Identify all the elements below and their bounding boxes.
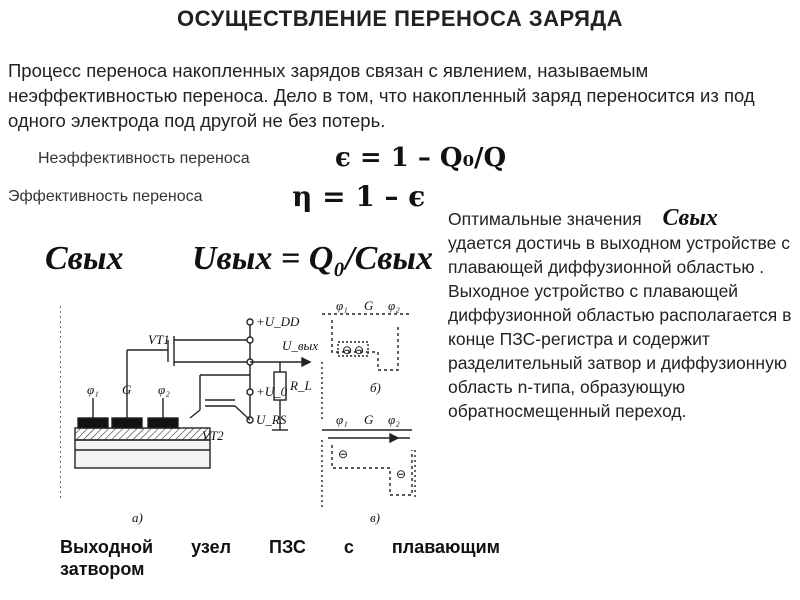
- inefficiency-formula: ϵ = 1 – Q₀/Q: [335, 143, 507, 173]
- sub-a-label: а): [132, 510, 143, 525]
- rl-label: R_L: [289, 378, 312, 393]
- vt1-label: VT1: [148, 332, 170, 347]
- phi1-label-b: φ₁: [336, 300, 348, 313]
- voltage-formula: Uвых = Q₀/Cвых: [192, 240, 434, 277]
- cout-symbol: Cвых: [45, 240, 124, 277]
- right-panel: Оптимальные значения Cвых удается достич…: [448, 206, 793, 423]
- efficiency-formula: η = 1 – ϵ: [292, 180, 426, 213]
- phi1-label-c: φ₁: [336, 412, 348, 427]
- urs-label: U_RS: [256, 412, 287, 427]
- udd-label: +U_DD: [256, 314, 300, 329]
- u0-label: +U_0: [256, 384, 288, 399]
- page-title: ОСУЩЕСТВЛЕНИЕ ПЕРЕНОСА ЗАРЯДА: [176, 6, 624, 31]
- output-node-diagram: VT1 VT2 +U_DD U_вых +U_0 U_RS R_L φ₁ G φ…: [60, 300, 416, 525]
- figure-caption-line1: Выходной узел ПЗС с плавающим: [60, 537, 500, 557]
- right-panel-cout-symbol: Cвых: [662, 205, 718, 231]
- right-panel-text: удается достичь в выходном устройстве с …: [448, 233, 792, 421]
- charge-minus-c1: ⊖: [338, 447, 348, 461]
- charge-minus-b1: ⊖: [342, 343, 352, 357]
- sub-b-label: б): [370, 380, 381, 395]
- phi2-label: φ₂: [158, 382, 170, 397]
- charge-minus-c2: ⊖: [396, 467, 406, 481]
- intro-paragraph: Процесс переноса накопленных зарядов свя…: [8, 60, 755, 131]
- inefficiency-label: Неэффективность переноса: [38, 150, 250, 167]
- charge-minus-b2: ⊖: [354, 343, 364, 357]
- g-label-c: G: [364, 412, 374, 427]
- g-label-b: G: [364, 300, 374, 313]
- phi1-label: φ₁: [87, 382, 99, 397]
- efficiency-label: Эффективность переноса: [8, 188, 203, 205]
- phi2-label-c: φ₂: [388, 412, 400, 427]
- g-label: G: [122, 382, 132, 397]
- figure-caption-line2: затвором: [60, 559, 145, 579]
- sub-c-label: в): [370, 510, 380, 525]
- vt2-label: VT2: [202, 428, 224, 443]
- right-panel-line1: Оптимальные значения: [448, 209, 642, 229]
- phi2-label-b: φ₂: [388, 300, 400, 313]
- uout-label: U_вых: [282, 338, 318, 353]
